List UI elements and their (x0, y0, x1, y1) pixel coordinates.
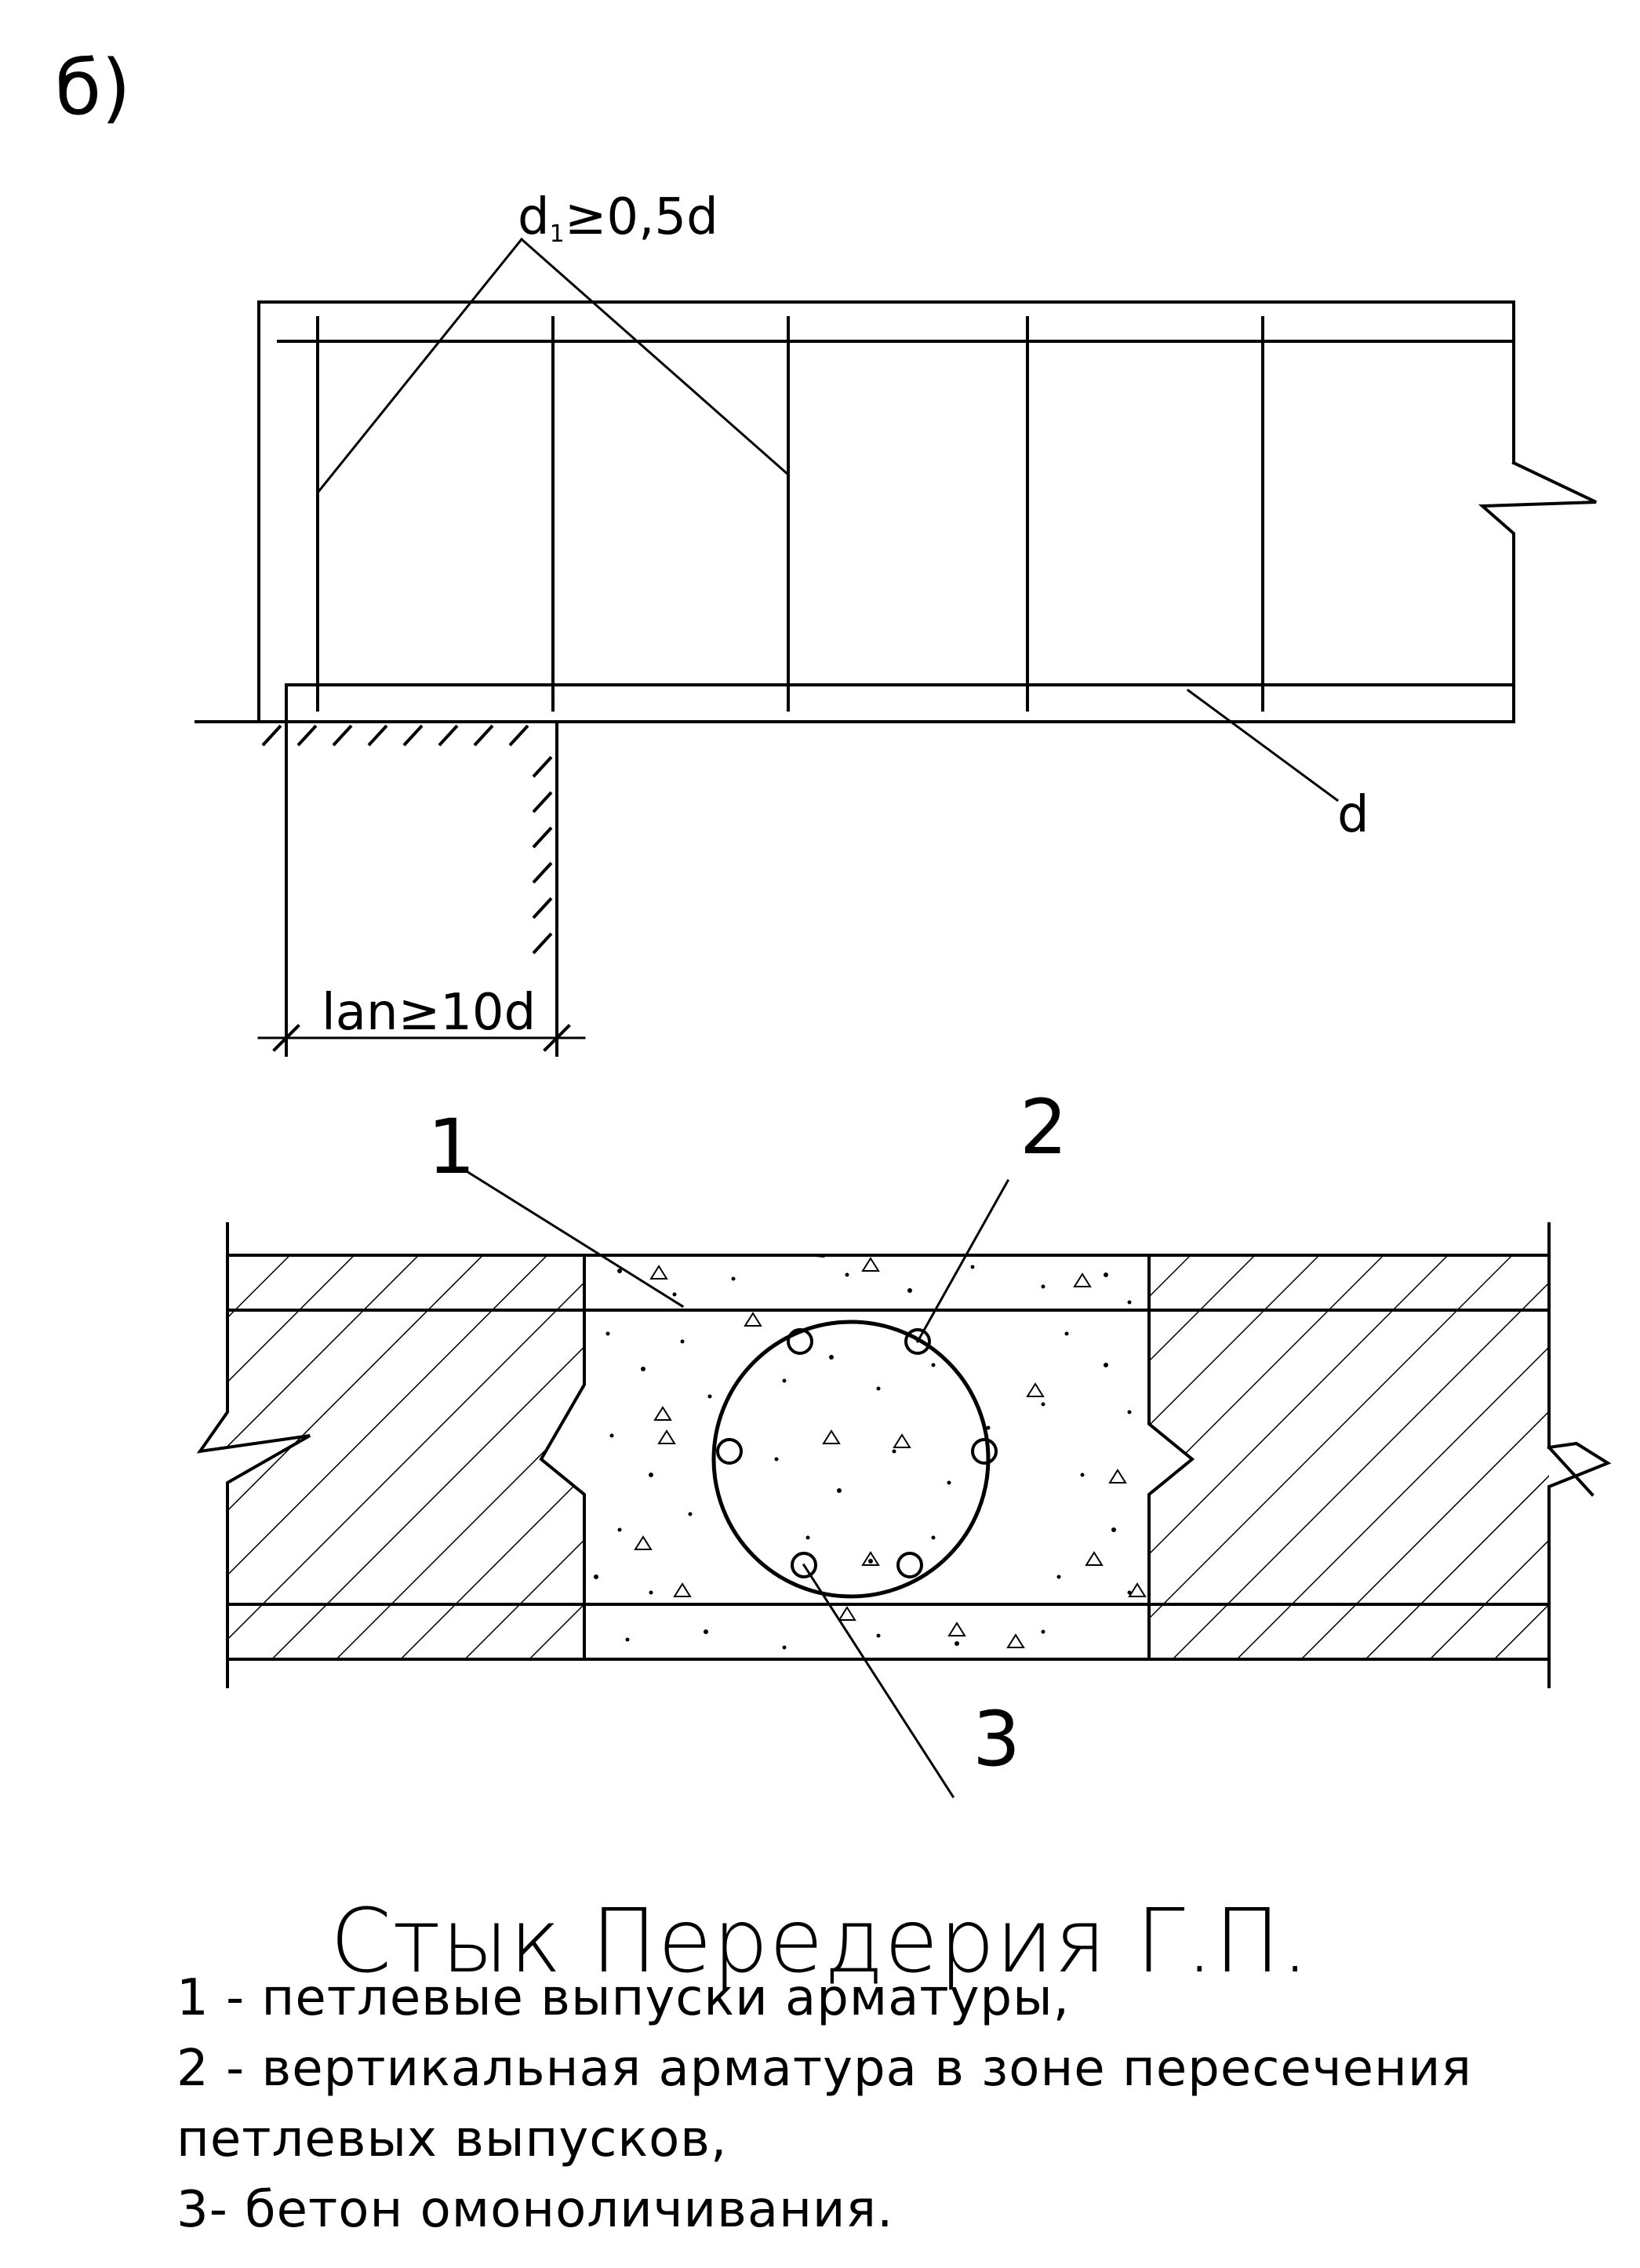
leader-2 (915, 1178, 1010, 1344)
figure-label: б) (55, 44, 131, 132)
bottom-bar (285, 683, 1515, 1057)
concrete-fill (594, 1255, 1147, 1650)
beam-outline (257, 300, 1597, 723)
joint-section: 1 2 3 (196, 1083, 1612, 1799)
annotation-d1-main: d (518, 188, 550, 246)
leader-1 (460, 1167, 685, 1309)
annotation-d: d (1337, 786, 1369, 844)
beam-elevation: d1≥0,5d d (195, 188, 1597, 1057)
callout-1: 1 (427, 1103, 475, 1191)
legend-item-2: 2 - вертикальная арматура в зоне пересеч… (176, 2040, 1472, 2098)
rebar (791, 1552, 817, 1578)
leader-3 (802, 1563, 955, 1799)
leader-d1-right (519, 237, 791, 477)
left-break-line (196, 1222, 311, 1688)
legend-item-2-cont: петлевых выпусков, (176, 2110, 728, 2168)
leader-d (1186, 688, 1340, 803)
caption-title: Стык Передерия Г.П. (330, 1891, 1310, 1993)
annotation-d1-sub: 1 (550, 220, 565, 248)
vertical-cage (711, 1320, 991, 1599)
legend-item-3: 3- бетон омоноличивания. (176, 2181, 894, 2239)
callout-2: 2 (1020, 1083, 1067, 1171)
support-hatching (261, 724, 553, 955)
annotation-d1-rest: ≥0,5d (565, 188, 718, 246)
right-break-line (1547, 1222, 1612, 1688)
annotation-d1: d1≥0,5d (518, 188, 718, 248)
rebar (904, 1328, 931, 1355)
rebar (787, 1328, 813, 1355)
left-panel-edge (539, 1254, 586, 1661)
legend-item-1: 1 - петлевые выпуски арматуры, (176, 1969, 1070, 2027)
anchorage-dimension: lan≥10d (257, 984, 586, 1057)
rebar (896, 1552, 923, 1578)
right-panel-edge (1147, 1254, 1195, 1661)
rebar (971, 1438, 998, 1465)
callout-3: 3 (973, 1695, 1020, 1783)
leader-d1-left (315, 237, 524, 495)
dimension-label: lan≥10d (322, 984, 536, 1042)
stirrups (316, 316, 1264, 712)
rebar (716, 1438, 743, 1465)
loop-bars (716, 1328, 998, 1578)
